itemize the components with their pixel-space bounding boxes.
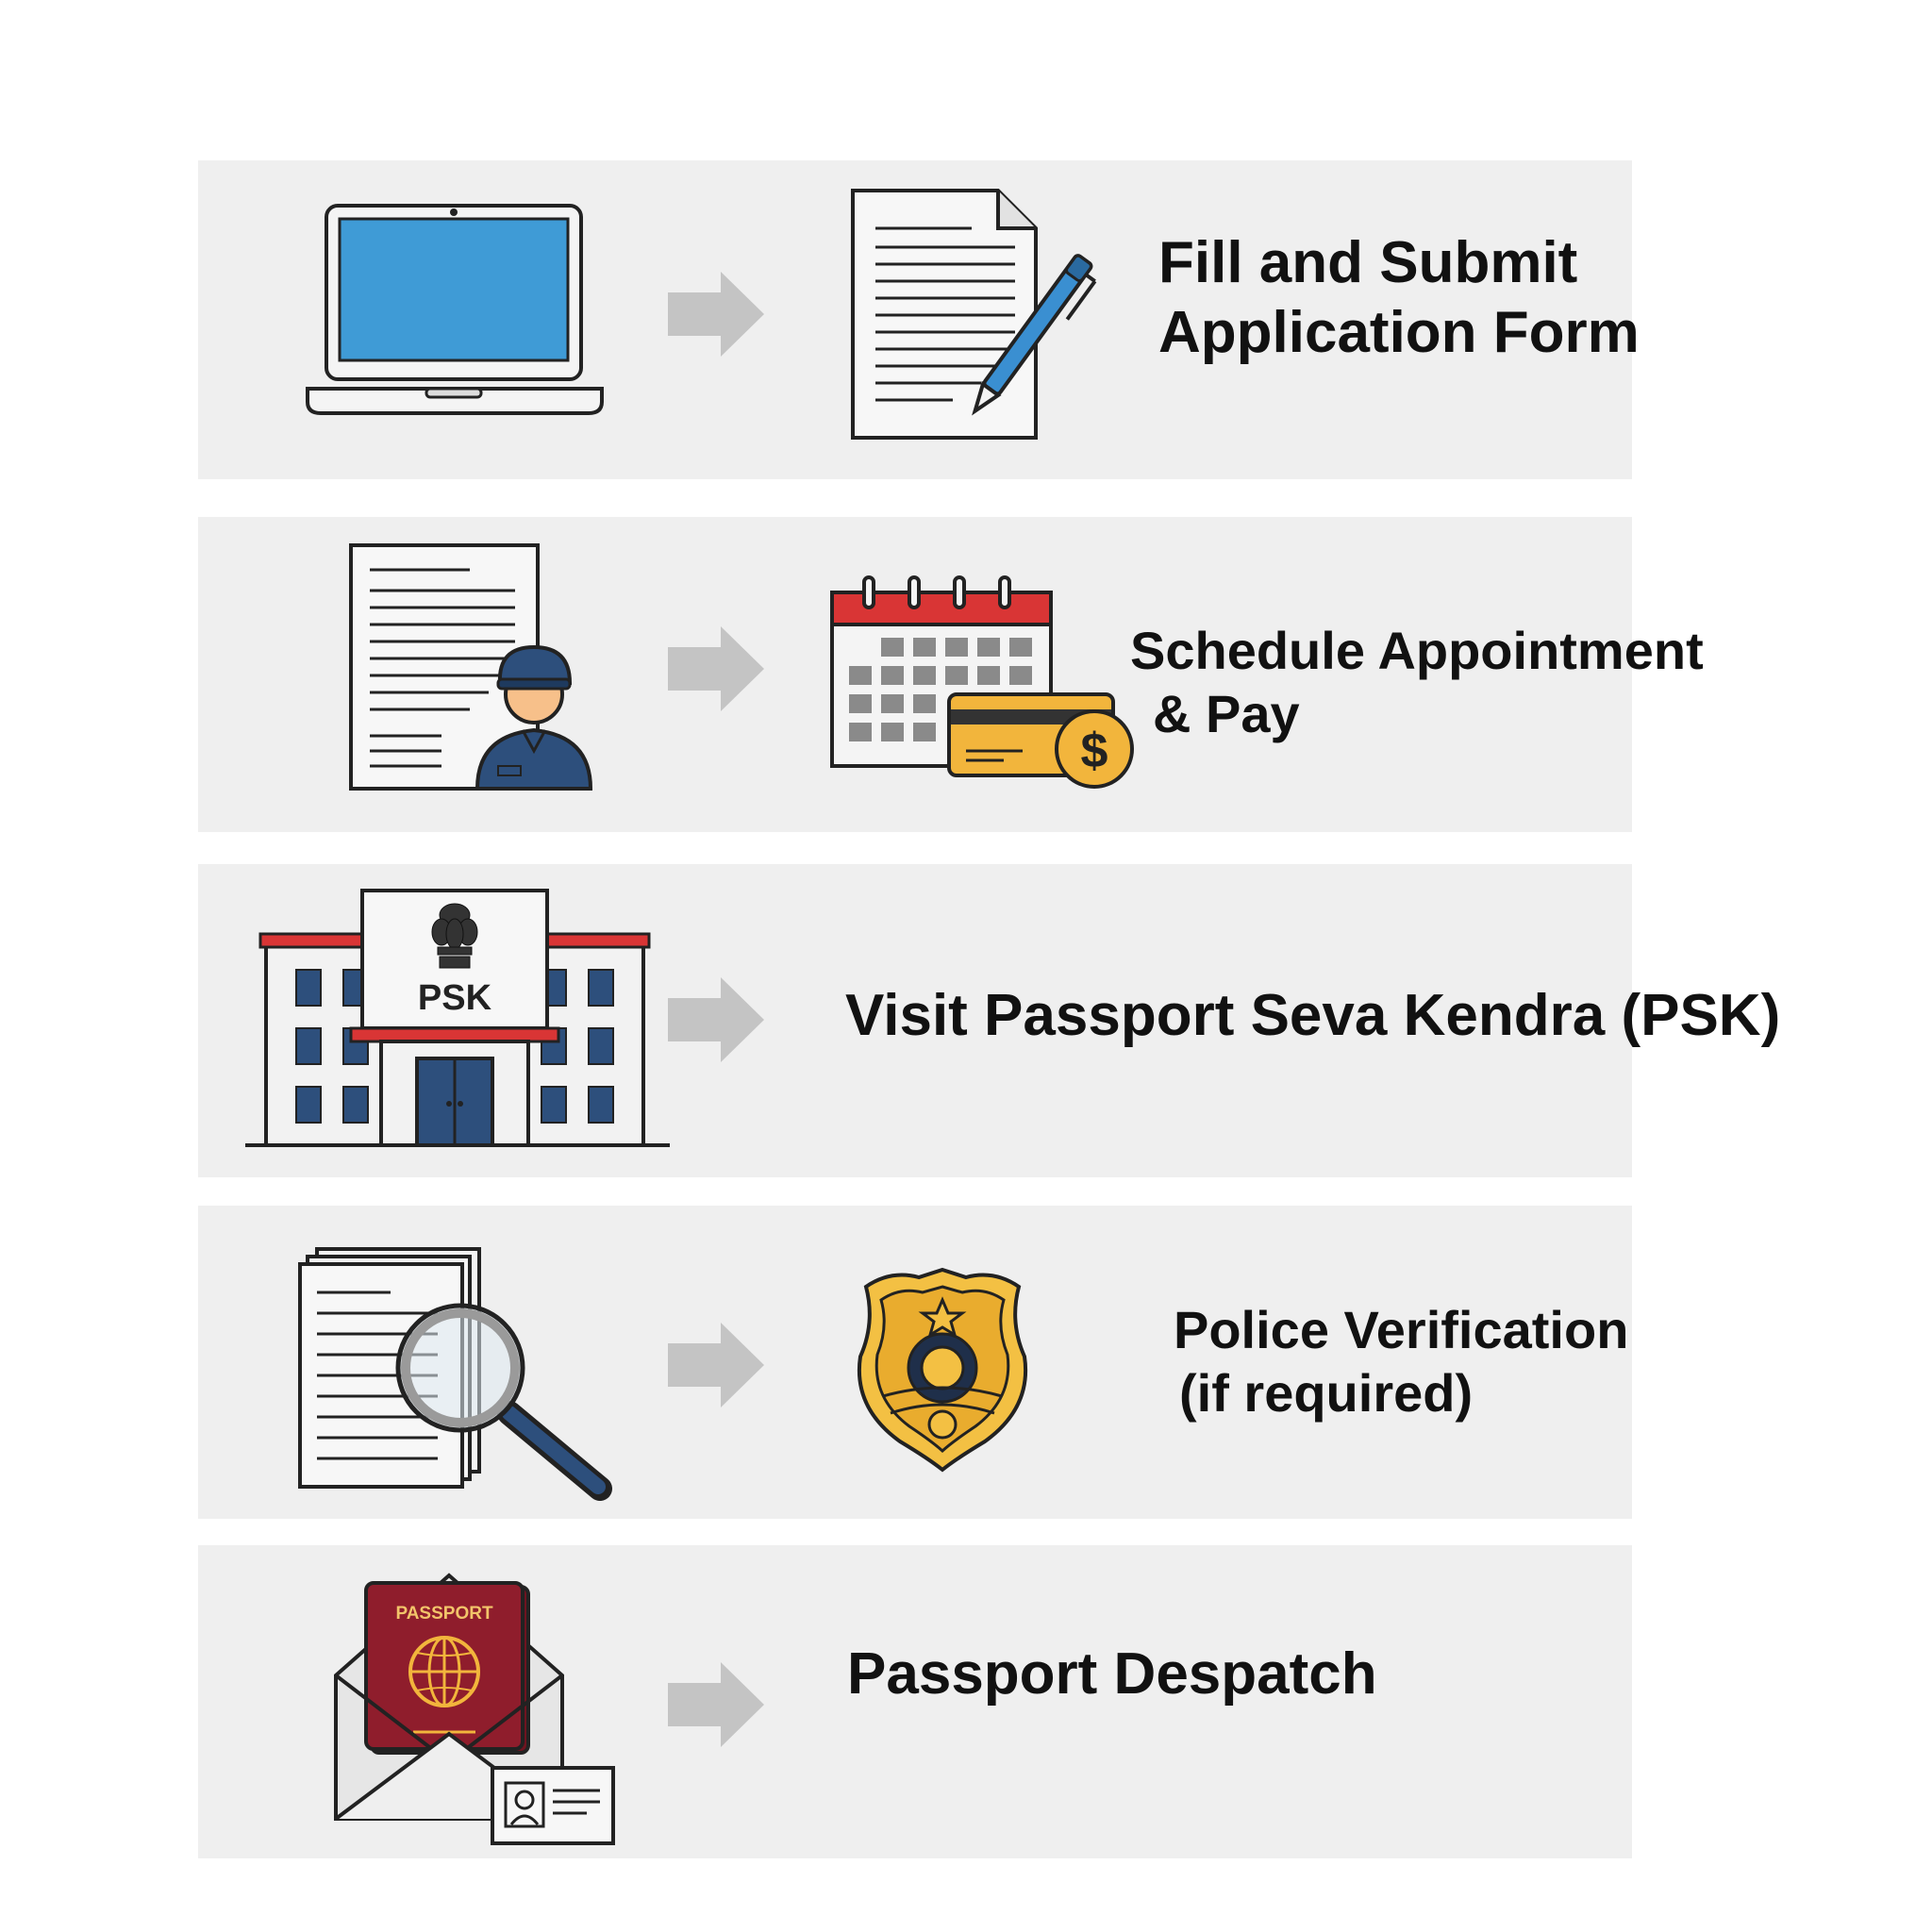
arrow-right-icon (668, 977, 764, 1062)
step-label: Passport Despatch (847, 1640, 1377, 1709)
step-police-verification: Police Verification (if required) (198, 1206, 1632, 1519)
arrow-right-icon (668, 1662, 764, 1747)
step-label-line: (if required) (1179, 1363, 1474, 1424)
passport-cover-label: PASSPORT (395, 1604, 493, 1624)
step-label-line: Application Form (1158, 300, 1640, 366)
arrow-right-icon (668, 626, 764, 711)
passport-envelope-icon: PASSPORT (334, 1573, 615, 1845)
step-label-line: Fill and Submit (1158, 230, 1578, 295)
calendar-payment-icon: $ (830, 575, 1134, 789)
arrow-right-icon (668, 272, 764, 357)
psk-sign: PSK (418, 978, 492, 1018)
step-apply-online: Fill and Submit Application Form (198, 160, 1640, 479)
arrow-right-icon (668, 1323, 764, 1407)
document-officer-icon (349, 543, 593, 791)
step-label-line: Schedule Appointment (1130, 621, 1704, 680)
step-label: Schedule Appointment & Pay (1130, 619, 1704, 745)
form-with-pen-icon (851, 189, 1097, 440)
step-label-line: Visit Passport Seva Kendra (PSK) (845, 983, 1781, 1048)
police-badge-icon (858, 1267, 1027, 1473)
step-label-line: Passport Despatch (847, 1641, 1377, 1707)
svg-text:$: $ (1081, 724, 1108, 778)
psk-building-icon: PSK (245, 889, 670, 1147)
step-label-line: Police Verification (1174, 1300, 1629, 1359)
step-label: Visit Passport Seva Kendra (PSK) (845, 981, 1780, 1051)
laptop-icon (306, 204, 604, 415)
step-schedule-pay: $ Schedule Appointment & Pay (198, 517, 1704, 832)
step-despatch: PASSPORT Passport Despatch (198, 1545, 1632, 1858)
step-label: Police Verification (if required) (1174, 1298, 1628, 1424)
step-label: Fill and Submit Application Form (1158, 228, 1640, 369)
documents-magnifier-icon (298, 1247, 612, 1501)
step-label-line: & Pay (1153, 684, 1300, 744)
step-visit-psk: PSK Visit Passport Seva Kendra (PSK) (198, 864, 1780, 1177)
